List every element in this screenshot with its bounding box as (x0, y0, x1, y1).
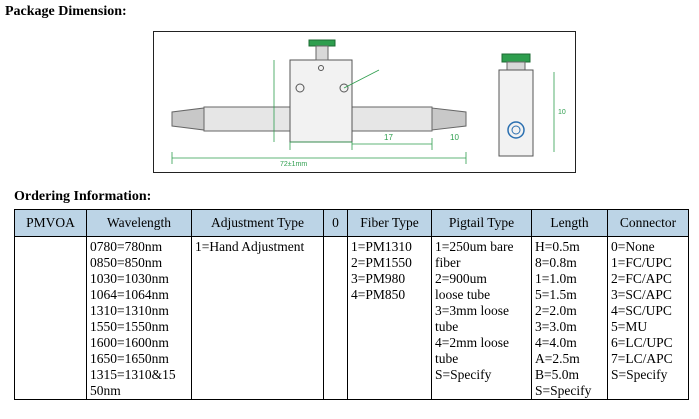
cell-line: 1=PM1310 (351, 239, 412, 254)
cell-line: H=0.5m (535, 239, 580, 254)
length-dimension-label: 72±1mm (280, 161, 307, 168)
attenuator-body (289, 59, 353, 143)
left-fiber-boot (171, 106, 291, 132)
column-header: Pigtail Type (431, 209, 532, 237)
column-header: Adjustment Type (191, 209, 324, 237)
cell-line: 8=0.8m (535, 255, 577, 270)
cell-line: 1315=1310&15 (90, 367, 176, 382)
cell-line: 0=None (611, 239, 655, 254)
cell-line: 2=FC/APC (611, 271, 672, 286)
ordering-information-heading: Ordering Information: (14, 189, 152, 204)
side-view (498, 53, 534, 157)
cell-line: 1=FC/UPC (611, 255, 672, 270)
cell-line: 3=SC/APC (611, 287, 672, 302)
cell-line: S=Specify (535, 383, 592, 398)
table-cell (323, 236, 348, 400)
cell-line: 1030=1030nm (90, 271, 169, 286)
dimension-17-label: 17 (384, 133, 393, 142)
cell-line: S=Specify (611, 367, 668, 382)
cell-line: 3=3.0m (535, 319, 577, 334)
cell-line: 0850=850nm (90, 255, 163, 270)
cell-line: fiber (435, 255, 461, 270)
column-header: Fiber Type (347, 209, 432, 237)
cell-line: tube (435, 319, 459, 334)
column-header: Connector (607, 209, 689, 237)
dimension-lines (171, 60, 555, 164)
column-header: PMVOA (14, 209, 87, 237)
dimension-10-label: 10 (450, 133, 459, 142)
cell-line: 4=PM850 (351, 287, 406, 302)
package-dimension-svg: 72±1mm 17 10 10 (171, 39, 566, 168)
cell-line: 4=4.0m (535, 335, 577, 350)
cell-line: 4=2mm loose (435, 335, 509, 350)
cell-line: 2=PM1550 (351, 255, 412, 270)
cell-line: 1064=1064nm (90, 287, 169, 302)
cell-line: 1310=1310nm (90, 303, 169, 318)
cell-line: 1=1.0m (535, 271, 577, 286)
cell-line: 0780=780nm (90, 239, 163, 254)
cell-line: S=Specify (435, 367, 492, 382)
cell-line: 3=3mm loose (435, 303, 509, 318)
cell-line: 2=900um (435, 271, 487, 286)
table-cell (14, 236, 87, 400)
cell-line: 3=PM980 (351, 271, 406, 286)
cell-line: 6=LC/UPC (611, 335, 673, 350)
cell-line: 2=2.0m (535, 303, 577, 318)
column-header: 0 (323, 209, 348, 237)
adjustment-knob (308, 39, 336, 61)
cell-line: loose tube (435, 287, 491, 302)
cell-line: B=5.0m (535, 367, 579, 382)
cell-line: 7=LC/APC (611, 351, 673, 366)
right-fiber-boot (351, 106, 467, 132)
cell-line: 1=Hand Adjustment (195, 239, 305, 254)
package-drawing: 72±1mm 17 10 10 (153, 31, 576, 173)
side-dimension-label: 10 (558, 109, 566, 116)
table-cell: 1=Hand Adjustment (191, 236, 324, 400)
package-dimension-heading: Package Dimension: (5, 4, 127, 19)
cell-line: 5=1.5m (535, 287, 577, 302)
cell-line: 4=SC/UPC (611, 303, 672, 318)
cell-line: A=2.5m (535, 351, 580, 366)
cell-line: 1600=1600nm (90, 335, 169, 350)
cell-line: 5=MU (611, 319, 648, 334)
cell-line: 50nm (90, 383, 121, 398)
cell-line: tube (435, 351, 459, 366)
cell-line: 1550=1550nm (90, 319, 169, 334)
cell-line: 1650=1650nm (90, 351, 169, 366)
column-header: Length (531, 209, 608, 237)
cell-line: 1=250um bare (435, 239, 514, 254)
column-header: Wavelength (86, 209, 192, 237)
